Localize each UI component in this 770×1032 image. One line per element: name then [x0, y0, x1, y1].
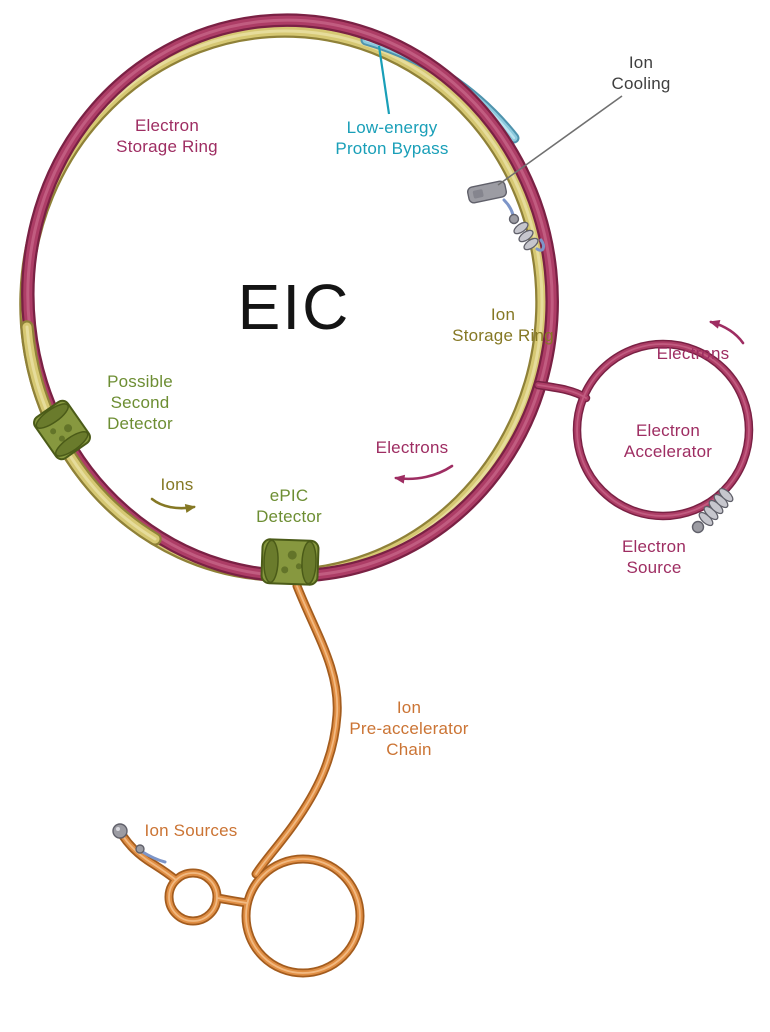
electron-source-label-line1: Electron: [622, 537, 686, 556]
ion-cooling-leader-line: [497, 95, 623, 186]
second-detector-cap: [35, 403, 70, 429]
electron-source-label-line2: Source: [626, 558, 681, 577]
bypass-label-line2: Proton Bypass: [335, 139, 448, 158]
ion-chain-label-line1: Ion: [397, 698, 421, 717]
second-detector-barrel: [33, 399, 91, 461]
epic-detector-cap: [301, 540, 317, 585]
ions-flow-arrow: [150, 497, 196, 513]
bypass-label-line1: Low-energy: [347, 118, 438, 137]
ion-cooling-ball: [508, 213, 520, 225]
ion-preaccelerator-chain: [123, 586, 360, 973]
second-detector-label-line2: Second: [111, 393, 170, 412]
epic-detector-label-line2: Detector: [256, 507, 322, 526]
ion-cooling-box: [466, 180, 508, 204]
ion-chain-label-line3: Chain: [386, 740, 431, 759]
ion-storage-ring-label-line1: Ion: [491, 305, 515, 324]
epic-detector-barrel: [260, 538, 320, 586]
ion-source-ball-highlight: [116, 827, 120, 831]
ions-label: Ions: [161, 475, 194, 494]
ion-source-ball: [112, 823, 128, 839]
second-detector-label-line3: Detector: [107, 414, 173, 433]
electron-source-ball: [691, 520, 705, 534]
ion-sources-label: Ion Sources: [145, 821, 238, 840]
ion-chain-label-line2: Pre-accelerator: [349, 719, 468, 738]
ion-cooling-box-detail: [472, 189, 484, 199]
accelerator-electrons-flow-arrow: [709, 320, 745, 345]
diagram-title: EIC: [238, 271, 351, 343]
ion-sources-device: [112, 823, 167, 864]
epic-detector-label-line1: ePIC: [270, 486, 309, 505]
ion-cooling-label-line1: Ion: [629, 53, 653, 72]
electrons-label-accelerator: Electrons: [657, 344, 730, 363]
electron-accelerator-label-line2: Accelerator: [624, 442, 712, 461]
ion-cooling-coil: [518, 229, 534, 243]
ion-cooling-device: [466, 180, 546, 252]
ion-source-ball-small: [135, 844, 145, 854]
ion-cooling-wire: [502, 198, 515, 217]
ion-cooling-hook-wire: [535, 238, 546, 252]
electron-storage-ring-label-line1: Electron: [135, 116, 199, 135]
electron-storage-ring-label-line2: Storage Ring: [116, 137, 218, 156]
bypass-leader-line: [377, 45, 391, 115]
electrons-label-main-ring: Electrons: [376, 438, 449, 457]
ion-cooling-coil: [523, 237, 539, 251]
ion-storage-ring-label-line2: Storage Ring: [452, 326, 554, 345]
second-detector-label-line1: Possible: [107, 372, 173, 391]
electron-accelerator-label-line1: Electron: [636, 421, 700, 440]
electron-source-coil: [718, 487, 734, 503]
second-detector-cap: [54, 431, 89, 457]
epic-detector-cap: [263, 539, 279, 584]
ion-cooling-label-line2: Cooling: [611, 74, 670, 93]
electron-source-device: [691, 487, 734, 534]
electrons-flow-arrow: [394, 464, 454, 484]
ion-cooling-coil: [513, 221, 529, 235]
